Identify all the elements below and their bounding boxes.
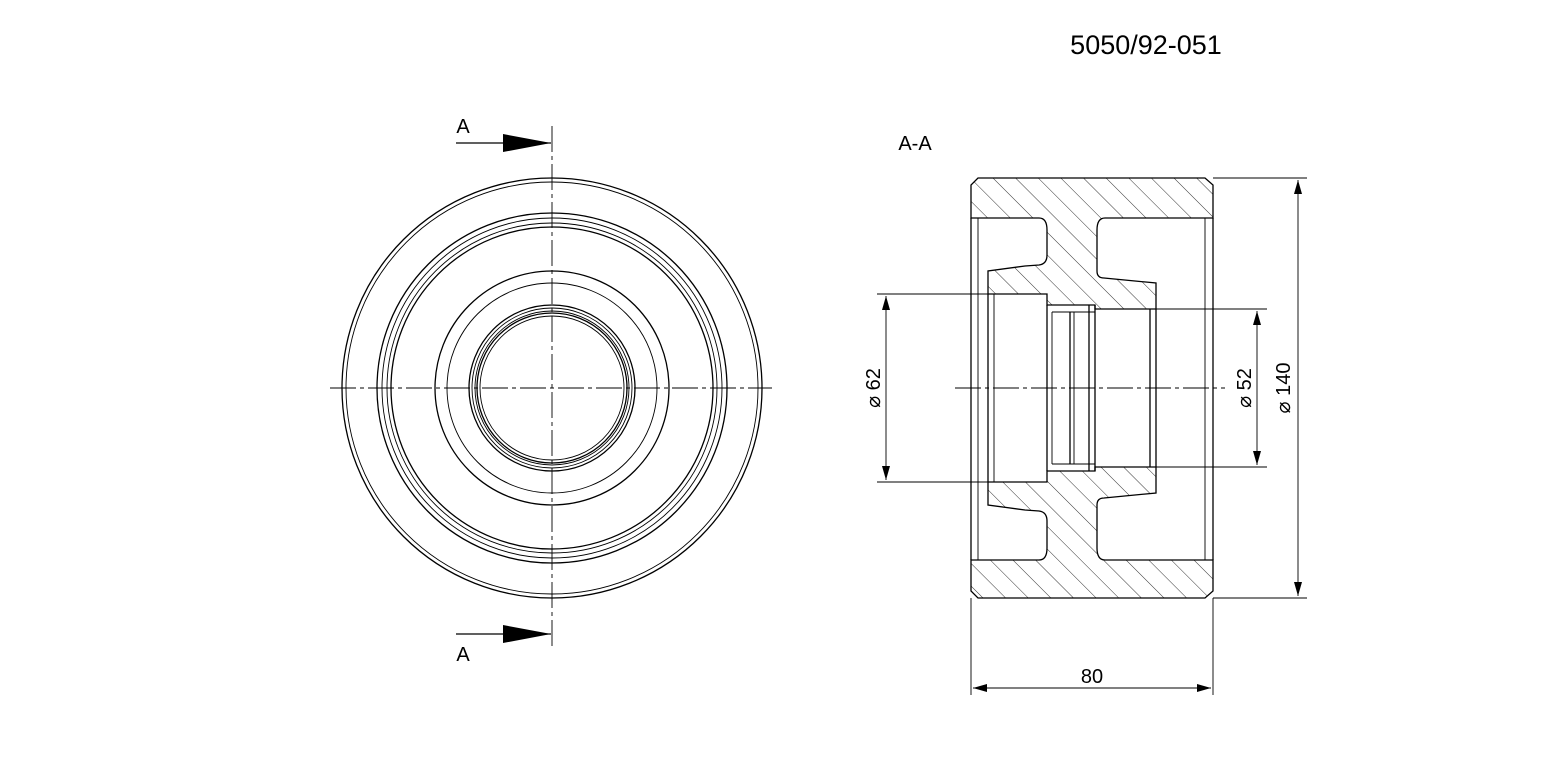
section-hatch-top	[970, 177, 1214, 310]
section-marker-bottom: A	[456, 644, 470, 666]
section-hatch-bottom	[970, 466, 1214, 599]
section-arrowhead-bottom	[503, 625, 551, 643]
drawing-number: 5050/92-051	[1070, 30, 1222, 60]
dim-80-label: 80	[1081, 666, 1103, 688]
front-view: A A	[330, 116, 772, 666]
dim-62-label: ⌀ 62	[863, 368, 885, 408]
dim-52-label: ⌀ 52	[1234, 368, 1256, 408]
section-title: A-A	[898, 133, 932, 155]
section-arrowhead-top	[503, 134, 551, 152]
section-marker-top: A	[456, 116, 470, 138]
dim-140-label: ⌀ 140	[1273, 363, 1295, 414]
section-view: A-A ⌀ 62 ⌀ 52	[863, 133, 1307, 695]
